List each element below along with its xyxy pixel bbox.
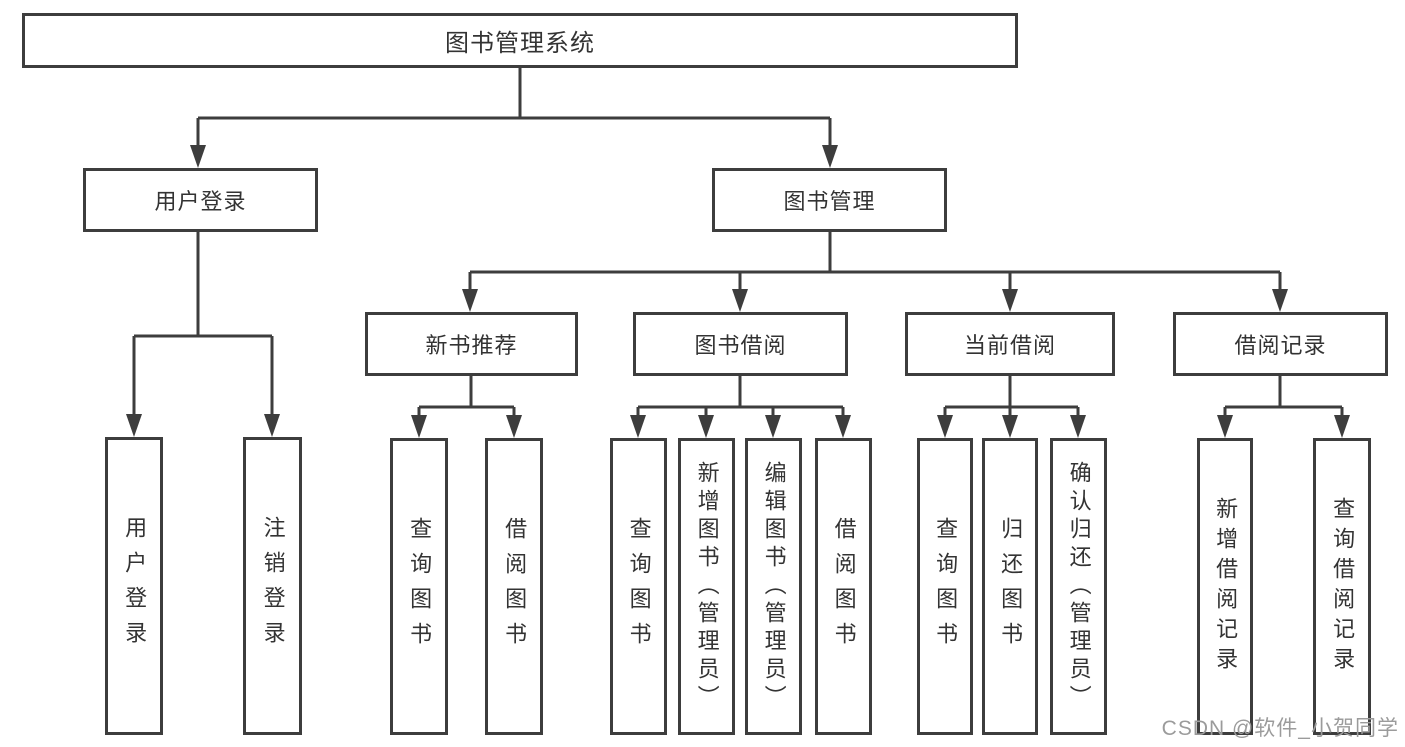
leaf-label: 注销登录 bbox=[260, 516, 286, 656]
leaf-label: 查询借阅记录 bbox=[1330, 496, 1356, 677]
leaf-edit-book-admin: 编辑图书（管理员） bbox=[745, 438, 802, 735]
arrowhead bbox=[822, 145, 838, 168]
arrowheads bbox=[126, 145, 1350, 438]
leaf-label: 借阅图书 bbox=[831, 516, 857, 657]
leaf-label: 确认归还（管理员） bbox=[1066, 460, 1092, 713]
arrowhead bbox=[506, 415, 522, 438]
arrowhead bbox=[1002, 289, 1018, 312]
node-borrow-records: 借阅记录 bbox=[1173, 312, 1388, 376]
arrowhead bbox=[1002, 415, 1018, 438]
leaf-query-books-current: 查询图书 bbox=[917, 438, 973, 735]
leaf-label: 归还图书 bbox=[998, 516, 1024, 657]
leaf-label: 编辑图书（管理员） bbox=[761, 460, 787, 713]
node-book-management: 图书管理 bbox=[712, 168, 947, 232]
leaf-borrow-books-recommend: 借阅图书 bbox=[485, 438, 543, 735]
arrowhead bbox=[126, 414, 142, 437]
arrowhead bbox=[630, 415, 646, 438]
arrowhead bbox=[1334, 415, 1350, 438]
arrowhead bbox=[765, 415, 781, 438]
connector-root-to-level2 bbox=[196, 68, 832, 148]
node-library-management-system: 图书管理系统 bbox=[22, 13, 1018, 68]
leaf-label: 借阅图书 bbox=[502, 516, 528, 657]
leaf-label: 查询图书 bbox=[626, 516, 652, 657]
leaf-confirm-return-admin: 确认归还（管理员） bbox=[1050, 438, 1107, 735]
leaf-return-book: 归还图书 bbox=[982, 438, 1038, 735]
connector-book-management-branch bbox=[468, 232, 1282, 293]
arrowhead bbox=[462, 289, 478, 312]
connector-user-login-branch bbox=[132, 232, 274, 418]
leaf-borrow-books: 借阅图书 bbox=[815, 438, 872, 735]
arrowhead bbox=[1070, 415, 1086, 438]
leaf-logout: 注销登录 bbox=[243, 437, 302, 735]
connector-current-borrow-branch bbox=[943, 376, 1080, 420]
node-book-borrow: 图书借阅 bbox=[633, 312, 848, 376]
arrowhead bbox=[732, 289, 748, 312]
arrowhead bbox=[937, 415, 953, 438]
csdn-watermark: CSDN @软件_小贺同学 bbox=[1161, 717, 1399, 740]
leaf-add-book-admin: 新增图书（管理员） bbox=[678, 438, 735, 735]
arrowhead bbox=[1272, 289, 1288, 312]
leaf-label: 新增图书（管理员） bbox=[694, 460, 720, 713]
node-user-login: 用户登录 bbox=[83, 168, 318, 232]
connector-borrow-records-branch bbox=[1223, 376, 1344, 420]
leaf-label: 查询图书 bbox=[933, 516, 959, 657]
arrowhead bbox=[264, 414, 280, 437]
node-new-book-recommend: 新书推荐 bbox=[365, 312, 578, 376]
leaf-user-login: 用户登录 bbox=[105, 437, 163, 735]
leaf-label: 新增借阅记录 bbox=[1213, 496, 1239, 677]
arrowhead bbox=[698, 415, 714, 438]
leaf-label: 查询图书 bbox=[407, 516, 433, 657]
node-current-borrow: 当前借阅 bbox=[905, 312, 1115, 376]
leaf-query-books-borrow: 查询图书 bbox=[610, 438, 667, 735]
leaf-query-borrow-record: 查询借阅记录 bbox=[1313, 438, 1371, 735]
arrowhead bbox=[190, 145, 206, 168]
leaf-query-books-recommend: 查询图书 bbox=[390, 438, 448, 735]
arrowhead bbox=[835, 415, 851, 438]
arrowhead bbox=[1217, 415, 1233, 438]
connector-book-borrow-branch bbox=[636, 376, 845, 420]
connector-new-book-recommend-branch bbox=[417, 376, 516, 420]
arrowhead bbox=[411, 415, 427, 438]
leaf-add-borrow-record: 新增借阅记录 bbox=[1197, 438, 1253, 735]
leaf-label: 用户登录 bbox=[122, 516, 148, 656]
